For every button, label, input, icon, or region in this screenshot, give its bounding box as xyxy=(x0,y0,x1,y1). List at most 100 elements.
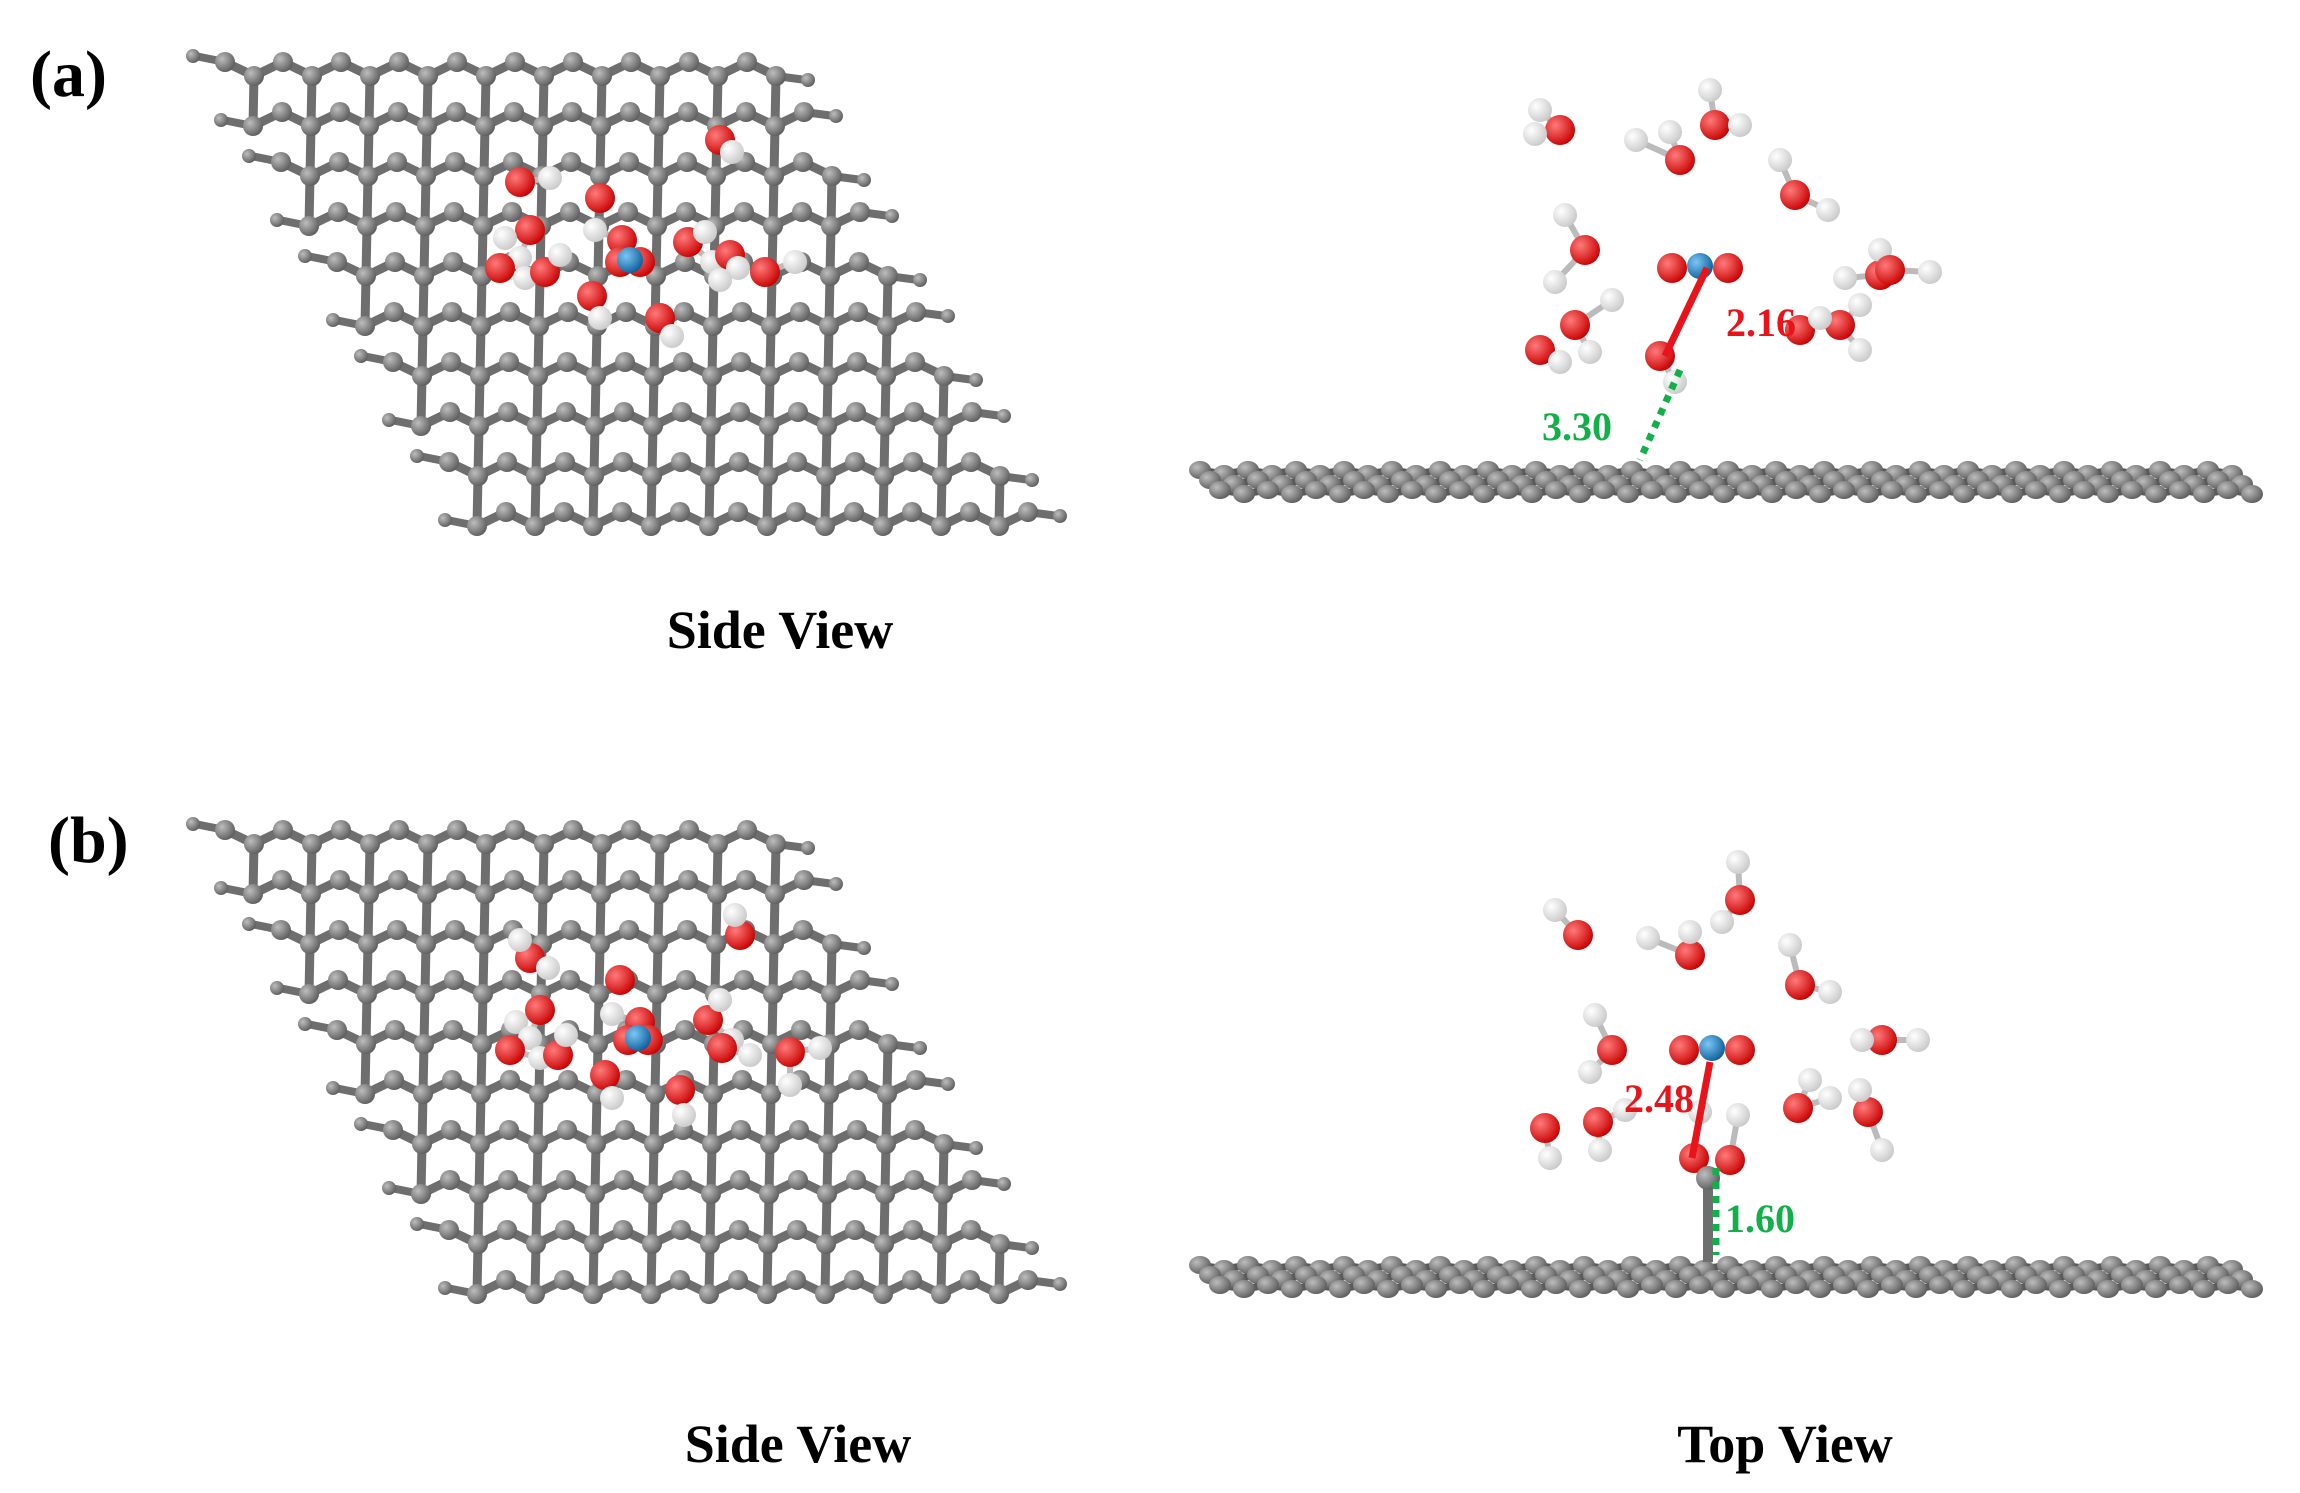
oxygen-atom xyxy=(1725,885,1755,915)
hydrogen-atom xyxy=(1624,128,1648,152)
hydrogen-stub xyxy=(242,917,256,931)
hydrogen-atom xyxy=(1698,78,1722,102)
carbon-atom xyxy=(678,870,698,890)
sheet-carbon-atom xyxy=(1881,1276,1903,1294)
carbon-atom xyxy=(728,1270,748,1290)
carbon-atom xyxy=(414,1034,434,1054)
oxygen-atom xyxy=(1583,1107,1613,1137)
hydrogen-atom xyxy=(778,1073,802,1097)
carbon-atom xyxy=(844,502,864,522)
hydrogen-atom xyxy=(554,1023,578,1047)
hydrogen-atom xyxy=(738,1043,762,1067)
hydrogen-atom xyxy=(1726,1103,1750,1127)
carbon-atom xyxy=(444,202,464,222)
sheet-carbon-atom xyxy=(1569,1280,1591,1298)
carbon-atom xyxy=(701,1184,721,1204)
oxygen-atom xyxy=(1780,180,1810,210)
carbon-atom xyxy=(821,216,841,236)
green-distance-label-a: 3.30 xyxy=(1542,404,1612,449)
carbon-atom xyxy=(499,352,519,372)
carbon-atom xyxy=(534,66,554,86)
carbon-atom xyxy=(358,166,378,186)
carbon-atom xyxy=(699,516,719,536)
hydrogen-stub xyxy=(298,1017,312,1031)
carbon-atom xyxy=(412,366,432,386)
hydrogen-stub xyxy=(1053,509,1067,523)
carbon-atom xyxy=(416,934,436,954)
sheet-carbon-atom xyxy=(1881,481,1903,499)
carbon-atom xyxy=(470,1134,490,1154)
carbon-atom xyxy=(447,52,467,72)
carbon-atom xyxy=(357,216,377,236)
carbon-atom xyxy=(504,870,524,890)
carbon-atom xyxy=(505,52,525,72)
carbon-atom xyxy=(496,1270,516,1290)
carbon-atom xyxy=(525,516,545,536)
oxygen-atom xyxy=(605,965,635,995)
carbon-atom xyxy=(418,66,438,86)
hydrogen-stub xyxy=(969,1141,983,1155)
carbon-atom xyxy=(497,452,517,472)
water-cluster-side-view-a xyxy=(485,125,807,348)
sheet-carbon-atom xyxy=(1785,481,1807,499)
oxygen-atom xyxy=(1725,1035,1755,1065)
carbon-atom xyxy=(562,102,582,122)
carbon-atom xyxy=(757,1284,777,1304)
hydrogen-stub xyxy=(857,941,871,955)
carbon-atom xyxy=(699,1284,719,1304)
sheet-carbon-atom xyxy=(2001,1280,2023,1298)
carbon-atom xyxy=(525,1284,545,1304)
carbon-atom xyxy=(388,102,408,122)
carbon-atom xyxy=(557,1120,577,1140)
carbon-atom xyxy=(618,202,638,222)
carbon-atom xyxy=(612,502,632,522)
carbon-atom xyxy=(641,516,661,536)
sheet-carbon-atom xyxy=(1593,481,1615,499)
sheet-carbon-atom xyxy=(1305,481,1327,499)
carbon-atom xyxy=(675,252,695,272)
oxygen-atom xyxy=(585,183,615,213)
oxygen-atom xyxy=(1675,940,1705,970)
carbon-atom xyxy=(794,102,814,122)
carbon-atom xyxy=(737,52,757,72)
sheet-carbon-atom xyxy=(2241,485,2263,503)
sheet-carbon-atom xyxy=(1401,481,1423,499)
carbon-atom xyxy=(786,1270,806,1290)
hydrogen-atom xyxy=(1710,910,1734,934)
oxygen-atom xyxy=(1875,255,1905,285)
hydrogen-atom xyxy=(726,256,750,280)
carbon-atom xyxy=(788,402,808,422)
oxygen-atom xyxy=(1713,253,1743,283)
hydrogen-atom xyxy=(1818,1086,1842,1110)
sheet-carbon-atom xyxy=(1689,481,1711,499)
carbon-atom xyxy=(439,1220,459,1240)
carbon-atom xyxy=(385,1020,405,1040)
carbon-atom xyxy=(614,1170,634,1190)
hydrogen-atom xyxy=(536,956,560,980)
hydrogen-stub xyxy=(214,113,228,127)
graphene-sheet-top-view-b xyxy=(1189,1256,2263,1298)
carbon-atom xyxy=(411,1184,431,1204)
hydrogen-stub xyxy=(186,817,200,831)
hydrogen-atom xyxy=(693,220,717,244)
hydrogen-atom xyxy=(518,1026,542,1050)
sheet-carbon-atom xyxy=(2049,485,2071,503)
carbon-atom xyxy=(817,416,837,436)
carbon-atom xyxy=(243,116,263,136)
hydrogen-atom xyxy=(548,243,572,267)
carbon-atom xyxy=(674,302,694,322)
sheet-carbon-atom xyxy=(1353,481,1375,499)
carbon-atom xyxy=(417,884,437,904)
carbon-atom xyxy=(412,1134,432,1154)
carbon-atom xyxy=(415,216,435,236)
carbon-atom xyxy=(413,316,433,336)
sheet-carbon-atom xyxy=(1761,485,1783,503)
hydrogen-atom xyxy=(1848,293,1872,317)
oxygen-atom xyxy=(590,1060,620,1090)
hydrogen-stub xyxy=(410,1217,424,1231)
carbon-atom xyxy=(612,1270,632,1290)
side-view-caption-b: Side View xyxy=(685,1414,912,1474)
carbon-atom xyxy=(732,1070,752,1090)
carbon-atom xyxy=(730,402,750,422)
carbon-atom xyxy=(389,52,409,72)
